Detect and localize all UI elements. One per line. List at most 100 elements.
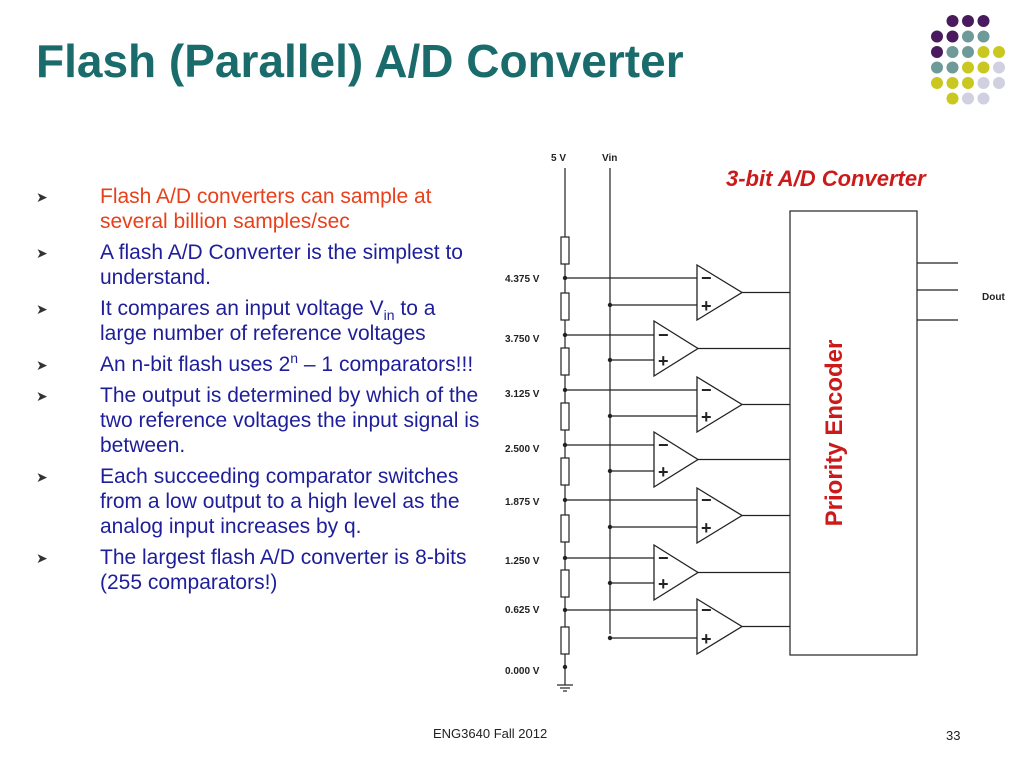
decorative-dot (993, 77, 1005, 89)
footer-text: ENG3640 Fall 2012 (433, 726, 548, 741)
decorative-dot (946, 77, 959, 89)
junction-dot (562, 387, 568, 393)
decorative-dot (946, 15, 959, 27)
arrow-right-icon: ➤ (36, 357, 48, 373)
bullet-item: ➤ Each succeeding comparator switches fr… (36, 464, 486, 539)
dout-label: Dout (982, 292, 1005, 303)
decorative-dot (993, 61, 1005, 74)
resistor (560, 402, 570, 431)
comparator-plus-label: + (701, 407, 712, 427)
bullet-list: ➤ Flash A/D converters can sample at sev… (36, 184, 486, 601)
comparator-plus-label: + (701, 296, 712, 316)
comparator (653, 430, 700, 489)
resistor (560, 457, 570, 486)
comparator-minus-label: − (701, 490, 712, 510)
voltage-label: 4.375 V (505, 274, 540, 285)
bullet-superscript: n (290, 350, 299, 366)
comparator-minus-label: − (658, 548, 669, 568)
decorative-dot (977, 92, 990, 105)
arrow-right-icon: ➤ (36, 388, 48, 404)
junction-dot (607, 357, 613, 363)
decorative-dot (977, 46, 990, 58)
comparator (696, 375, 744, 434)
decorative-dot (946, 61, 959, 74)
comparator-plus-label: + (658, 574, 669, 594)
bullet-text: The output is determined by which of the… (100, 384, 480, 457)
converter-title: 3-bit A/D Converter (726, 166, 927, 191)
comparator-plus-label: + (701, 518, 712, 538)
bullet-subscript: in (383, 307, 395, 324)
bullet-item: ➤ A flash A/D Converter is the simplest … (36, 240, 486, 290)
bullet-text: The largest flash A/D converter is 8-bit… (100, 546, 467, 594)
decorative-dot (931, 30, 943, 43)
decorative-dot-grid (931, 15, 1005, 105)
bullet-item: ➤ It compares an input voltage Vin to a … (36, 296, 486, 346)
arrow-right-icon: ➤ (36, 550, 48, 566)
voltage-label: 0.625 V (505, 605, 540, 616)
comparator (696, 597, 744, 656)
decorative-dot (962, 46, 974, 58)
bullet-text-post: to a large number of reference voltages (100, 297, 436, 345)
arrow-right-icon: ➤ (36, 469, 48, 485)
comparator-minus-label: − (701, 380, 712, 400)
resistor (560, 626, 570, 655)
comparator (696, 486, 744, 545)
voltage-labels: 4.375 V 3.750 V 3.125 V 2.500 V 1.875 V … (505, 274, 540, 677)
comparator (696, 263, 744, 322)
junction-dot (607, 302, 613, 308)
arrow-right-icon: ➤ (36, 189, 48, 205)
voltage-label: 2.500 V (505, 444, 540, 455)
voltage-label: 1.875 V (505, 497, 540, 508)
comparator-minus-label: − (658, 325, 669, 345)
voltage-label: 0.000 V (505, 666, 540, 677)
decorative-dot (977, 77, 990, 89)
junction-dot (562, 607, 568, 613)
resistor (560, 569, 570, 598)
decorative-dot (931, 77, 943, 89)
junction-dot (562, 664, 568, 670)
decorative-dot (977, 15, 990, 27)
decorative-dot (931, 46, 943, 58)
voltage-label: 3.750 V (505, 334, 540, 345)
voltage-label: 1.250 V (505, 556, 540, 567)
vin-label: Vin (602, 153, 617, 164)
page-number: 33 (946, 728, 961, 743)
decorative-dot (977, 61, 990, 74)
junction-dot (607, 468, 613, 474)
arrow-right-icon: ➤ (36, 301, 48, 317)
bullet-text: Each succeeding comparator switches from… (100, 465, 460, 538)
junction-dot (562, 497, 568, 503)
arrow-right-icon: ➤ (36, 245, 48, 261)
junction-dot (562, 332, 568, 338)
decorative-dot (946, 92, 959, 105)
decorative-dot (962, 61, 974, 74)
bullet-item: ➤ An n-bit flash uses 2n – 1 comparators… (36, 350, 486, 377)
decorative-dot (931, 61, 943, 74)
decorative-dot (977, 30, 990, 43)
bullet-item: ➤ Flash A/D converters can sample at sev… (36, 184, 486, 234)
resistor (560, 347, 570, 376)
circuit-wires (564, 168, 958, 685)
comparator-minus-label: − (701, 600, 712, 620)
comparator (653, 319, 700, 378)
junction-dot (607, 580, 613, 586)
resistor (560, 292, 570, 321)
bullet-text: Flash A/D converters can sample at sever… (100, 185, 432, 233)
decorative-dot (962, 77, 974, 89)
comparator-minus-label: − (658, 435, 669, 455)
bullet-text-pre: An n-bit flash uses 2 (100, 353, 291, 376)
junction-dot (607, 635, 613, 641)
decorative-dot (993, 46, 1005, 58)
junction-dot (607, 524, 613, 530)
comparator-plus-label: + (658, 351, 669, 371)
priority-encoder-label: Priority Encoder (821, 340, 848, 527)
comparator-plus-label: + (701, 629, 712, 649)
slide-title: Flash (Parallel) A/D Converter (36, 35, 684, 87)
junction-dot (562, 275, 568, 281)
decorative-dot (946, 46, 959, 58)
decorative-dot (962, 15, 974, 27)
priority-encoder-box (789, 210, 918, 656)
comparator-minus-label: − (701, 268, 712, 288)
resistor (560, 236, 570, 265)
